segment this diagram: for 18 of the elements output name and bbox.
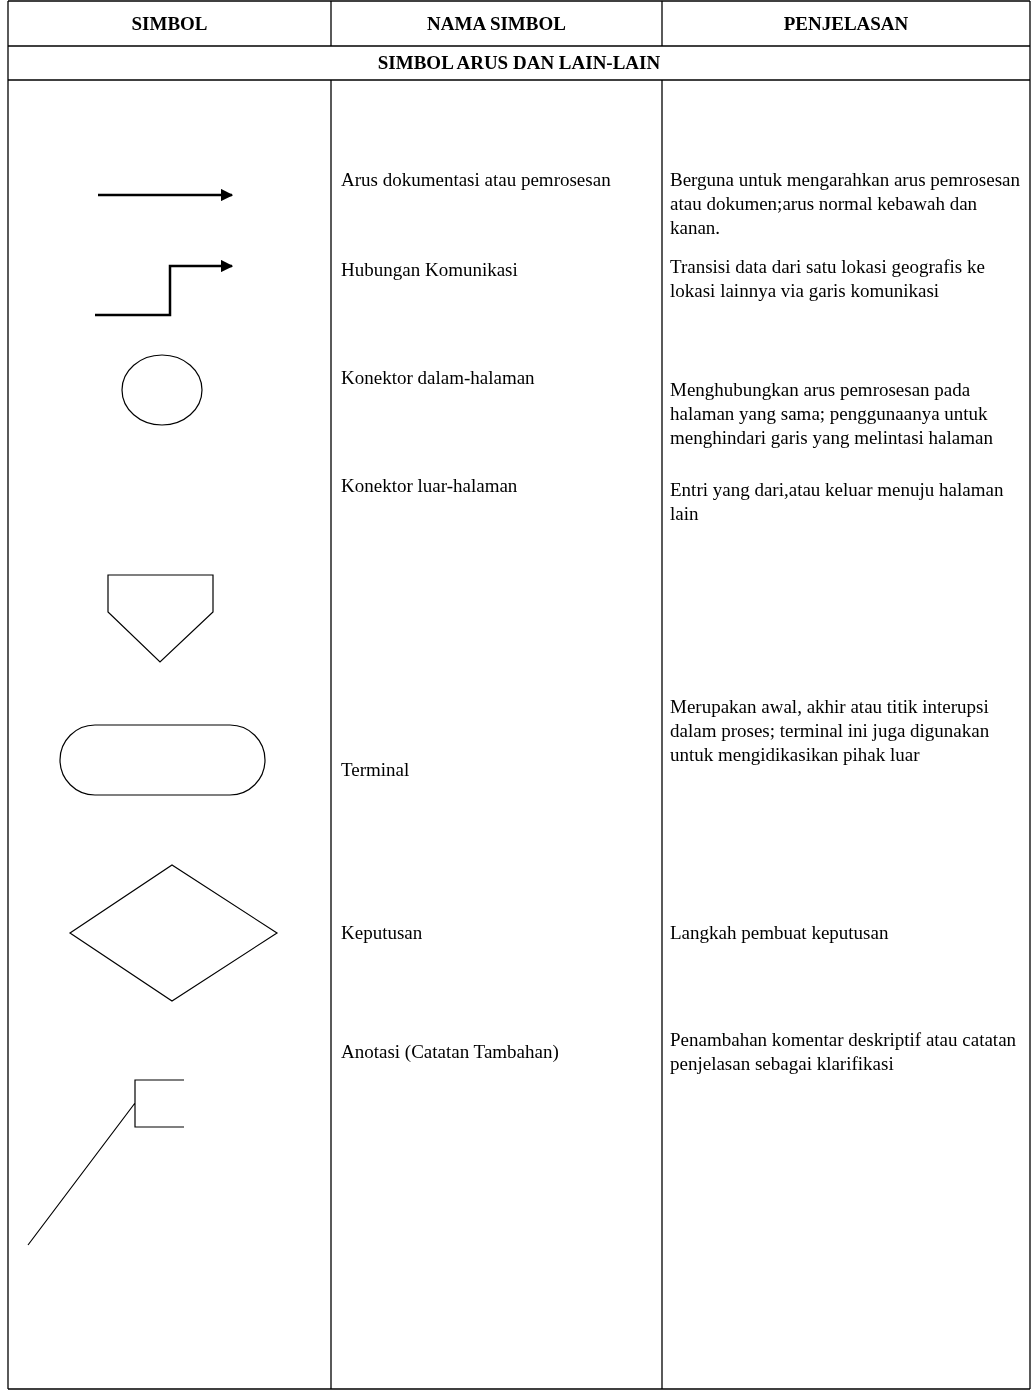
symbol-description: Menghubungkan arus pemrosesan pada halaman yang sama; penggunaanya untuk menghindari garis yang melintasi halaman [670, 378, 994, 450]
column-header: NAMA SIMBOL [426, 12, 567, 36]
symbol-name: Hubungan Komunikasi [341, 258, 519, 282]
column-header: PENJELASAN [782, 12, 910, 36]
symbol-description: Langkah pembuat keputusan [670, 921, 890, 945]
section-header: SIMBOL ARUS DAN LAIN-LAIN [376, 51, 662, 75]
symbol-description: Berguna untuk mengarahkan arus pemrosesan atau dokumen;arus normal kebawah dan kanan. [670, 168, 1021, 240]
symbol-name: Keputusan [341, 921, 424, 945]
symbol-name: Konektor luar-halaman [341, 474, 519, 498]
symbol-name: Anotasi (Catatan Tambahan) [341, 1040, 560, 1064]
symbol-description: Transisi data dari satu lokasi geografis ke lokasi lainnya via garis komunikasi [670, 255, 986, 303]
column-header: SIMBOL [130, 12, 209, 36]
symbol-description: Merupakan awal, akhir atau titik interupsi dalam proses; terminal ini juga digunakan untuk mengidikasikan pihak luar [670, 695, 991, 767]
symbol-name: Arus dokumentasi atau pemrosesan [341, 168, 612, 192]
symbol-name: Terminal [341, 758, 411, 782]
symbol-name: Konektor dalam-halaman [341, 366, 536, 390]
symbol-description: Entri yang dari,atau keluar menuju halaman lain [670, 478, 1005, 526]
symbol-description: Penambahan komentar deskriptif atau catatan penjelasan sebagai klarifikasi [670, 1028, 1018, 1076]
